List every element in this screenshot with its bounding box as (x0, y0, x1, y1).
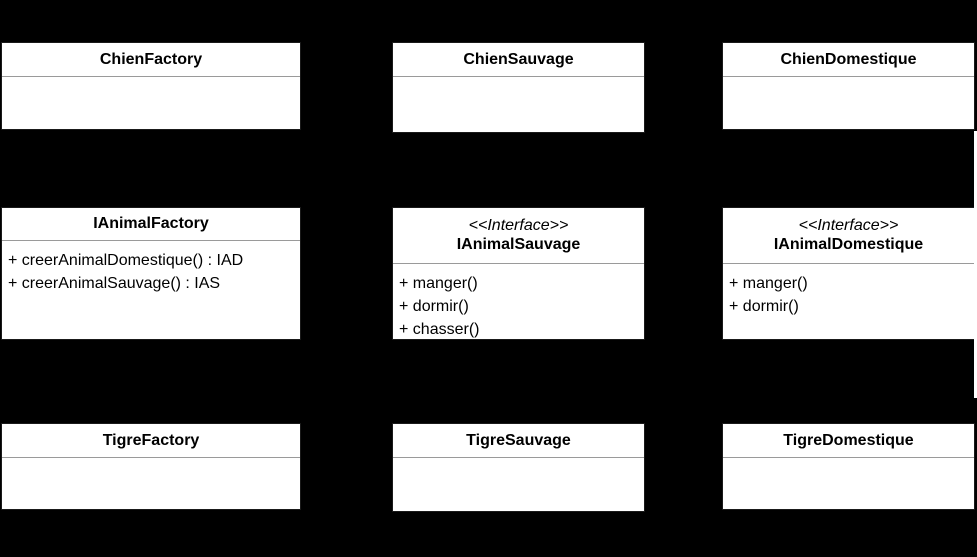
class-method: + creerAnimalSauvage() : IAS (8, 275, 221, 292)
class-box-ianimal-domestique: <<Interface>> IAnimalDomestique + manger()… (722, 207, 975, 340)
class-title-compartment: ChienSauvage (393, 43, 644, 77)
class-box-ianimal-sauvage: <<Interface>> IAnimalSauvage + manger() + d… (392, 207, 645, 340)
class-title-compartment: TigreDomestique (723, 424, 974, 458)
class-box-chien-sauvage: ChienSauvage (392, 42, 645, 133)
class-members-compartment (2, 458, 300, 509)
class-members-compartment: + creerAnimalDomestique() : IAD + creerAn… (2, 241, 300, 339)
class-members-compartment (723, 458, 974, 509)
class-title-compartment: IAnimalFactory (2, 208, 300, 241)
class-title-compartment: <<Interface>> IAnimalDomestique (723, 208, 974, 264)
clipped-box-right-edge (974, 131, 977, 398)
class-members-compartment: + manger() + dormir() + chasser() (393, 264, 644, 341)
class-name: ChienDomestique (780, 50, 917, 68)
class-members-compartment (2, 77, 300, 129)
class-name: IAnimalDomestique (773, 236, 924, 253)
class-method: + manger() (729, 275, 808, 292)
class-members-compartment (393, 77, 644, 132)
class-method: + manger() (399, 275, 478, 292)
class-title-compartment: ChienDomestique (723, 43, 974, 77)
class-name: TigreFactory (102, 431, 200, 449)
class-method: + dormir() (729, 298, 799, 315)
class-name: ChienSauvage (463, 50, 574, 68)
class-name: TigreDomestique (783, 431, 914, 449)
class-box-chien-domestique: ChienDomestique (722, 42, 975, 130)
class-box-ianimal-factory: IAnimalFactory + creerAnimalDomestique() … (1, 207, 301, 340)
class-method: + chasser() (399, 321, 480, 338)
class-title-compartment: TigreFactory (2, 424, 300, 458)
class-members-compartment (393, 458, 644, 511)
class-title-compartment: ChienFactory (2, 43, 300, 77)
class-members-compartment: + manger() + dormir() (723, 264, 974, 339)
class-method: + creerAnimalDomestique() : IAD (8, 252, 244, 269)
class-method: + dormir() (399, 298, 469, 315)
class-stereotype: <<Interface>> (798, 217, 899, 234)
class-name: ChienFactory (99, 50, 203, 68)
class-name: IAnimalSauvage (456, 236, 581, 253)
class-name: TigreSauvage (466, 431, 571, 449)
class-box-tigre-factory: TigreFactory (1, 423, 301, 510)
class-box-chien-factory: ChienFactory (1, 42, 301, 130)
class-box-tigre-sauvage: TigreSauvage (392, 423, 645, 512)
class-name: IAnimalFactory (93, 215, 209, 232)
class-title-compartment: <<Interface>> IAnimalSauvage (393, 208, 644, 264)
class-members-compartment (723, 77, 974, 129)
class-stereotype: <<Interface>> (468, 217, 569, 234)
class-title-compartment: TigreSauvage (393, 424, 644, 458)
class-box-tigre-domestique: TigreDomestique (722, 423, 975, 510)
